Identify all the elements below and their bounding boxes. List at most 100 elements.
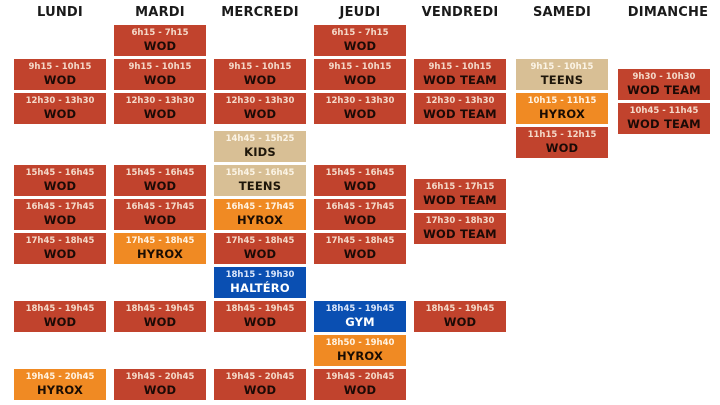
- slot-time: 12h30 - 13h30: [225, 96, 295, 106]
- slot-class-name: WOD TEAM: [423, 193, 497, 207]
- slot-time: 16h45 - 17h45: [25, 202, 95, 212]
- slot-time: 17h45 - 18h45: [325, 236, 395, 246]
- slot-time: 17h45 - 18h45: [125, 236, 195, 246]
- class-slot-mardi-5[interactable]: 16h45 - 17h45 WOD: [114, 199, 206, 230]
- class-slot-mercredi-3[interactable]: 14h45 - 15h25 KIDS: [214, 131, 306, 162]
- slot-class-name: TEENS: [238, 179, 282, 193]
- class-slot-jeudi-9[interactable]: 19h45 - 20h45 WOD: [314, 369, 406, 400]
- slot-time: 12h30 - 13h30: [25, 96, 95, 106]
- class-slot-vendredi-5[interactable]: 18h45 - 19h45 WOD: [414, 301, 506, 332]
- slot-time: 9h15 - 10h15: [28, 62, 92, 72]
- slot-class-name: WOD: [343, 107, 377, 121]
- class-slot-mardi-6[interactable]: 17h45 - 18h45 HYROX: [114, 233, 206, 264]
- slot-time: 17h45 - 18h45: [25, 236, 95, 246]
- class-slot-mercredi-4[interactable]: 15h45 - 16h45 TEENS: [214, 165, 306, 196]
- class-slot-mercredi-2[interactable]: 12h30 - 13h30 WOD: [214, 93, 306, 124]
- class-slot-vendredi-2[interactable]: 12h30 - 13h30 WOD TEAM: [414, 93, 506, 124]
- class-slot-mardi-1[interactable]: 6h15 - 7h15 WOD: [114, 25, 206, 56]
- slot-class-name: HYROX: [36, 383, 84, 397]
- class-slot-vendredi-3[interactable]: 16h15 - 17h15 WOD TEAM: [414, 179, 506, 210]
- slot-class-name: WOD: [143, 213, 177, 227]
- day-header-mercredi: MERCREDI: [221, 5, 299, 20]
- slot-class-name: WOD TEAM: [627, 83, 701, 97]
- slot-class-name: WOD: [143, 39, 177, 53]
- slot-time: 18h15 - 19h30: [225, 270, 295, 280]
- slot-time: 18h50 - 19h40: [325, 338, 395, 348]
- class-slot-jeudi-8[interactable]: 18h50 - 19h40 HYROX: [314, 335, 406, 366]
- class-slot-mercredi-8[interactable]: 18h45 - 19h45 WOD: [214, 301, 306, 332]
- class-slot-mercredi-7[interactable]: 18h15 - 19h30 HALTÉRO: [214, 267, 306, 298]
- class-slot-jeudi-1[interactable]: 6h15 - 7h15 WOD: [314, 25, 406, 56]
- slot-class-name: WOD: [243, 107, 277, 121]
- class-slot-vendredi-4[interactable]: 17h30 - 18h30 WOD TEAM: [414, 213, 506, 244]
- slot-class-name: WOD: [43, 107, 77, 121]
- class-slot-mercredi-1[interactable]: 9h15 - 10h15 WOD: [214, 59, 306, 90]
- slot-class-name: TEENS: [540, 73, 584, 87]
- class-slot-jeudi-5[interactable]: 16h45 - 17h45 WOD: [314, 199, 406, 230]
- slot-class-name: WOD: [43, 315, 77, 329]
- class-slot-vendredi-1[interactable]: 9h15 - 10h15 WOD TEAM: [414, 59, 506, 90]
- class-slot-mardi-3[interactable]: 12h30 - 13h30 WOD: [114, 93, 206, 124]
- slot-time: 9h30 - 10h30: [632, 72, 696, 82]
- class-slot-jeudi-3[interactable]: 12h30 - 13h30 WOD: [314, 93, 406, 124]
- slot-time: 19h45 - 20h45: [25, 372, 95, 382]
- slot-class-name: KIDS: [244, 145, 276, 159]
- class-slot-lundi-7[interactable]: 19h45 - 20h45 HYROX: [14, 369, 106, 400]
- class-slot-samedi-2[interactable]: 10h15 - 11h15 HYROX: [516, 93, 608, 124]
- class-slot-mercredi-5[interactable]: 16h45 - 17h45 HYROX: [214, 199, 306, 230]
- class-slot-dimanche-1[interactable]: 9h30 - 10h30 WOD TEAM: [618, 69, 710, 100]
- slot-time: 15h45 - 16h45: [225, 168, 295, 178]
- class-slot-mercredi-9[interactable]: 19h45 - 20h45 WOD: [214, 369, 306, 400]
- slot-class-name: WOD: [143, 383, 177, 397]
- class-slot-mardi-8[interactable]: 19h45 - 20h45 WOD: [114, 369, 206, 400]
- slot-class-name: WOD TEAM: [423, 227, 497, 241]
- slot-time: 9h15 - 10h15: [530, 62, 594, 72]
- class-slot-mardi-7[interactable]: 18h45 - 19h45 WOD: [114, 301, 206, 332]
- slot-class-name: WOD: [143, 107, 177, 121]
- slot-class-name: WOD: [545, 141, 579, 155]
- slot-class-name: WOD TEAM: [423, 107, 497, 121]
- class-slot-lundi-3[interactable]: 15h45 - 16h45 WOD: [14, 165, 106, 196]
- class-slot-lundi-4[interactable]: 16h45 - 17h45 WOD: [14, 199, 106, 230]
- slot-time: 18h45 - 19h45: [125, 304, 195, 314]
- slot-class-name: HYROX: [538, 107, 586, 121]
- class-slot-jeudi-4[interactable]: 15h45 - 16h45 WOD: [314, 165, 406, 196]
- class-slot-mardi-2[interactable]: 9h15 - 10h15 WOD: [114, 59, 206, 90]
- class-slot-mardi-4[interactable]: 15h45 - 16h45 WOD: [114, 165, 206, 196]
- slot-class-name: WOD: [443, 315, 477, 329]
- slot-class-name: WOD: [243, 247, 277, 261]
- slot-time: 18h45 - 19h45: [425, 304, 495, 314]
- slot-time: 19h45 - 20h45: [325, 372, 395, 382]
- slot-time: 6h15 - 7h15: [331, 28, 389, 38]
- slot-time: 17h45 - 18h45: [225, 236, 295, 246]
- slot-time: 18h45 - 19h45: [325, 304, 395, 314]
- slot-class-name: WOD: [143, 73, 177, 87]
- slot-class-name: WOD: [343, 39, 377, 53]
- slot-time: 18h45 - 19h45: [225, 304, 295, 314]
- slot-time: 9h15 - 10h15: [228, 62, 292, 72]
- slot-class-name: WOD: [43, 73, 77, 87]
- slot-time: 19h45 - 20h45: [125, 372, 195, 382]
- day-header-samedi: SAMEDI: [532, 5, 592, 20]
- slot-time: 12h30 - 13h30: [425, 96, 495, 106]
- slot-class-name: HALTÉRO: [230, 281, 290, 295]
- slot-class-name: WOD: [343, 213, 377, 227]
- slot-time: 16h15 - 17h15: [425, 182, 495, 192]
- class-slot-samedi-1[interactable]: 9h15 - 10h15 TEENS: [516, 59, 608, 90]
- class-slot-lundi-5[interactable]: 17h45 - 18h45 WOD: [14, 233, 106, 264]
- class-slot-lundi-2[interactable]: 12h30 - 13h30 WOD: [14, 93, 106, 124]
- class-slot-lundi-1[interactable]: 9h15 - 10h15 WOD: [14, 59, 106, 90]
- class-slot-mercredi-6[interactable]: 17h45 - 18h45 WOD: [214, 233, 306, 264]
- slot-class-name: GYM: [345, 315, 375, 329]
- class-slot-samedi-3[interactable]: 11h15 - 12h15 WOD: [516, 127, 608, 158]
- class-slot-jeudi-6[interactable]: 17h45 - 18h45 WOD: [314, 233, 406, 264]
- slot-class-name: WOD: [343, 179, 377, 193]
- class-slot-jeudi-2[interactable]: 9h15 - 10h15 WOD: [314, 59, 406, 90]
- class-slot-jeudi-7[interactable]: 18h45 - 19h45 GYM: [314, 301, 406, 332]
- slot-class-name: WOD: [43, 213, 77, 227]
- class-slot-lundi-6[interactable]: 18h45 - 19h45 WOD: [14, 301, 106, 332]
- slot-class-name: WOD: [143, 315, 177, 329]
- class-slot-dimanche-2[interactable]: 10h45 - 11h45 WOD TEAM: [618, 103, 710, 134]
- slot-class-name: WOD: [43, 179, 77, 193]
- slot-class-name: WOD TEAM: [423, 73, 497, 87]
